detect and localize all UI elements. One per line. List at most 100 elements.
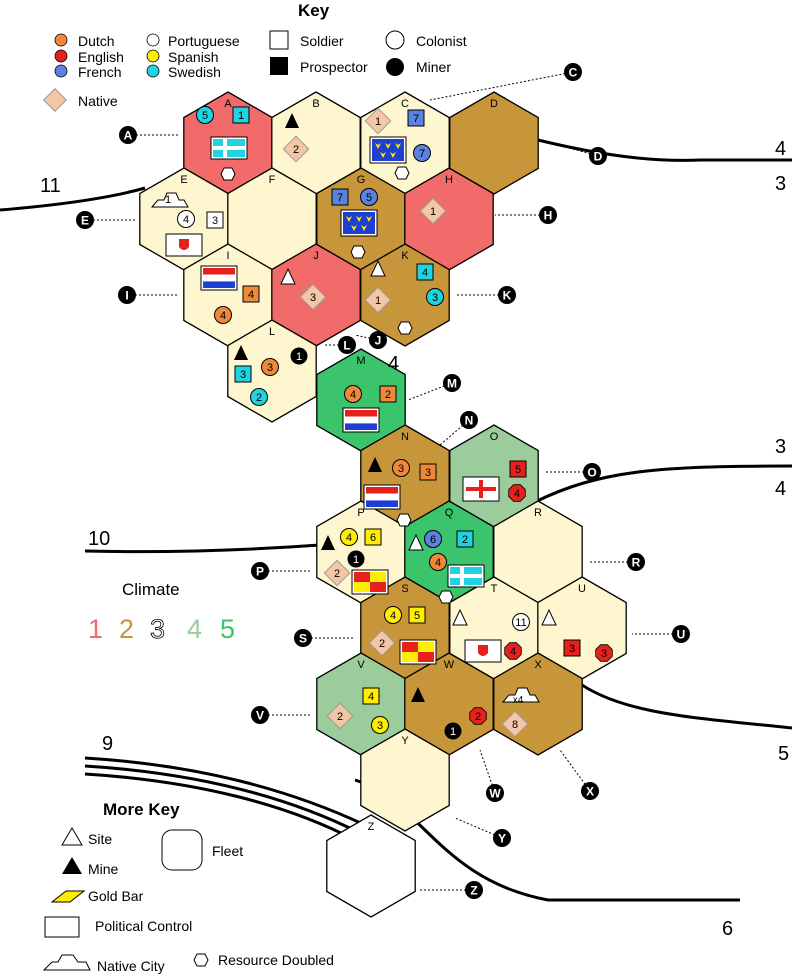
native-marker — [419, 197, 447, 225]
english-dot-icon — [54, 49, 68, 63]
climate-4: 4 — [187, 614, 202, 644]
callout-l — [338, 336, 356, 354]
hex-d — [449, 91, 539, 195]
callout-label: Y — [498, 832, 506, 846]
callout-label: V — [256, 709, 264, 723]
callout-c — [564, 63, 582, 81]
mine-icon — [411, 687, 425, 702]
more-key-resource-doubled: Resource Doubled — [218, 952, 334, 968]
resource-doubled-icon — [220, 167, 236, 181]
soldier-marker — [206, 211, 224, 229]
miner-marker — [444, 722, 462, 740]
hex-letter: S — [401, 583, 408, 595]
native-marker — [282, 135, 310, 163]
fort-marker — [469, 707, 487, 725]
callout-j — [369, 331, 387, 349]
unit-count: 3 — [240, 369, 246, 381]
colonist-marker — [413, 144, 431, 162]
colonist-icon — [385, 30, 405, 50]
key-swedish: Swedish — [168, 64, 221, 80]
colonist-marker — [512, 613, 530, 631]
colonist-marker — [344, 385, 362, 403]
colonist-marker — [177, 210, 195, 228]
fort-marker — [508, 484, 526, 502]
unit-count: 11 — [515, 617, 526, 629]
more-key-fleet: Fleet — [212, 843, 243, 859]
key-colonist: Colonist — [416, 33, 467, 49]
unit-count: 2 — [293, 144, 299, 156]
dutch-dot-icon — [54, 33, 68, 47]
unit-count: 3 — [310, 292, 316, 304]
unit-count: 2 — [462, 534, 468, 546]
soldier-marker — [362, 687, 380, 705]
callout-m — [443, 374, 461, 392]
hex-letter: B — [312, 98, 319, 110]
colonist-marker — [261, 358, 279, 376]
native-marker — [326, 702, 354, 730]
key-native: Native — [78, 93, 118, 109]
site-icon — [408, 533, 424, 551]
unit-count: 4 — [510, 646, 516, 658]
colonist-marker — [340, 528, 358, 546]
hex-letter: A — [224, 98, 232, 110]
unit-count: 3 — [432, 292, 438, 304]
unit-count: 5 — [515, 464, 521, 476]
native-icon — [42, 87, 68, 113]
resource-doubled-icon — [397, 321, 413, 335]
gold-bar-icon — [50, 890, 86, 903]
border-11: 11 — [40, 175, 61, 197]
key-prospector: Prospector — [300, 59, 368, 75]
unit-count: 1 — [353, 554, 359, 566]
soldier-marker — [456, 530, 474, 548]
unit-count: 2 — [256, 392, 262, 404]
border-4b: 4 — [388, 353, 399, 375]
callout-o — [583, 463, 601, 481]
key-title: Key — [298, 1, 330, 20]
border-3b: 3 — [775, 436, 786, 458]
mine-icon — [62, 857, 82, 874]
unit-count: 3 — [398, 463, 404, 475]
colonist-marker — [426, 288, 444, 306]
callout-x — [581, 782, 599, 800]
more-key-native-city: Native City — [97, 958, 165, 974]
more-key-site: Site — [88, 831, 112, 847]
unit-count: 2 — [334, 568, 340, 580]
native-marker — [364, 107, 392, 135]
native-marker — [323, 559, 351, 587]
border-6: 6 — [722, 918, 733, 940]
miner-marker — [290, 347, 308, 365]
border-9: 9 — [102, 733, 113, 755]
climate-5: 5 — [220, 614, 235, 644]
key-soldier: Soldier — [300, 33, 344, 49]
callout-label: H — [544, 209, 553, 223]
hex-letter: C — [401, 98, 409, 110]
hex-letter: T — [491, 583, 498, 595]
soldier-marker — [331, 188, 349, 206]
unit-count: 2 — [385, 389, 391, 401]
callout-label: D — [594, 150, 603, 164]
french-dot-icon — [54, 64, 68, 78]
climate-title: Climate — [122, 580, 180, 599]
key-miner: Miner — [416, 59, 451, 75]
hex-letter: H — [445, 174, 453, 186]
callout-label: A — [124, 129, 133, 143]
mine-icon — [321, 535, 335, 550]
callout-label: K — [503, 289, 512, 303]
resource-doubled-icon — [396, 513, 412, 527]
callout-v — [251, 706, 269, 724]
unit-count: 4 — [220, 310, 226, 322]
unit-count: 6 — [370, 532, 376, 544]
soldier-marker — [242, 285, 260, 303]
more-key-mine: Mine — [88, 861, 119, 877]
swedish-dot-icon — [146, 64, 160, 78]
hex-letter: J — [313, 250, 319, 262]
hex-letter: I — [226, 250, 229, 262]
unit-count: 1 — [238, 110, 244, 122]
hex-letter: D — [490, 98, 498, 110]
prospector-icon — [270, 57, 288, 75]
unit-count: 4 — [368, 691, 374, 703]
resource-doubled-icon — [193, 953, 209, 967]
hex-letter: X — [534, 659, 542, 671]
mine-icon — [234, 345, 248, 360]
